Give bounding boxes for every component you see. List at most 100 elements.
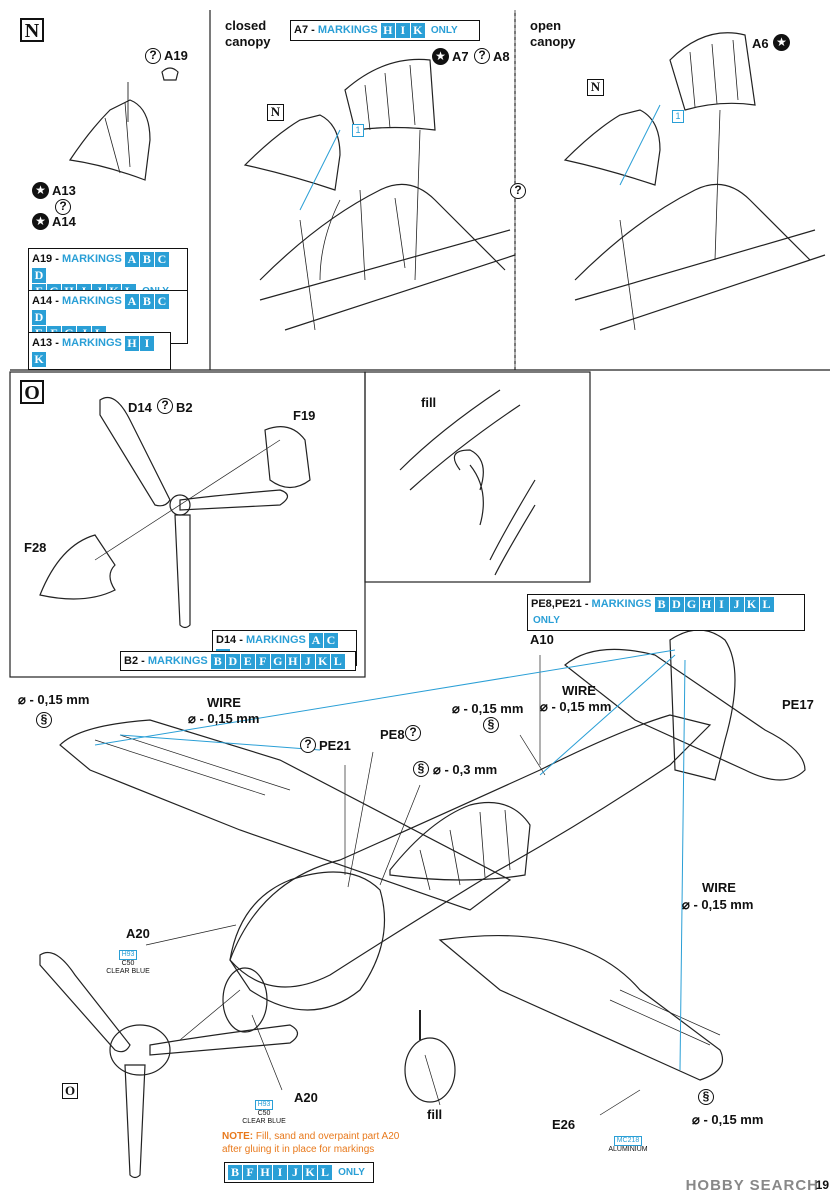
wire-label: WIRE — [207, 695, 241, 710]
marking-letter: J — [300, 653, 315, 669]
part-a20-label: A20 — [126, 926, 150, 941]
unknown-marking-icon: ? — [145, 48, 161, 64]
fuselage-closed — [259, 183, 516, 331]
adhesive-icon: § — [698, 1089, 714, 1105]
main-prop-right — [149, 1024, 299, 1056]
part-e26-label: E26 — [552, 1117, 576, 1132]
cowl-front — [222, 967, 268, 1033]
wire-runs — [94, 649, 686, 1071]
unknown-marking-icon: ? — [510, 183, 526, 199]
paint-code-clear-blue: H93 C50 CLEAR BLUE — [104, 950, 152, 976]
unknown-marking-icon: ? — [405, 725, 421, 741]
marking-letter: H — [699, 596, 714, 612]
detail-fuselage-lines — [399, 389, 536, 576]
paint-code: H93 — [118, 950, 138, 960]
markings-prefix: D14 - — [216, 634, 243, 646]
markings-word: MARKINGS — [61, 337, 122, 349]
part-n-box-open: N — [587, 79, 604, 96]
wire-diameter-label: ⌀ - 0,15 mm — [540, 699, 612, 714]
canopy-hood-open — [669, 32, 756, 111]
markings-prefix: A19 - — [32, 253, 59, 265]
fill-label: fill — [427, 1107, 443, 1122]
part-a10-label: A10 — [530, 632, 554, 647]
main-prop-bottom — [124, 1064, 146, 1179]
guide-number-1: 1 — [672, 110, 684, 123]
prop-blade-bottom — [174, 514, 191, 629]
marking-letter: K — [744, 596, 759, 612]
paint-code: C50 — [257, 1110, 271, 1117]
fin — [669, 629, 736, 781]
part-pe8-label: PE8 — [380, 727, 405, 742]
part-pe17-label: PE17 — [782, 697, 814, 712]
marking-letter: K — [303, 1164, 317, 1180]
wire-label: WIRE — [702, 880, 736, 895]
aircraft-canopy — [389, 801, 531, 881]
main-prop-top — [39, 951, 131, 1053]
marking-letter: A — [124, 293, 139, 309]
marking-letter: F — [243, 1164, 257, 1180]
markings-word: MARKINGS — [61, 295, 122, 307]
paint-code-clear-blue: H93 C50 CLEAR BLUE — [240, 1100, 288, 1126]
marking-letter: B — [228, 1164, 242, 1180]
part-pe21-label: PE21 — [319, 738, 351, 753]
marking-letter: L — [330, 653, 345, 669]
marking-letter: I — [139, 335, 154, 351]
marking-letter: C — [154, 293, 169, 309]
paint-code-aluminium: MC218 ALUMINIUM — [598, 1136, 658, 1154]
main-wheel — [404, 1037, 456, 1103]
markings-word: MARKINGS — [245, 634, 306, 646]
marking-letter: H — [124, 335, 139, 351]
marking-letter: I — [273, 1164, 287, 1180]
wire-diameter-label: ⌀ - 0,3 mm — [433, 762, 498, 777]
unknown-marking-icon: ? — [474, 48, 490, 64]
windscreen-closed — [243, 114, 341, 191]
part-n-box: N — [267, 104, 284, 121]
closed-canopy-title: closed canopy — [225, 18, 271, 49]
step-o-reference: O — [62, 1083, 78, 1099]
part-a19-label: A19 — [164, 48, 188, 63]
marking-letter: J — [288, 1164, 302, 1180]
unknown-marking-icon: ? — [55, 199, 71, 215]
part-a6-label: A6 — [752, 36, 769, 51]
prop-hub — [169, 494, 191, 516]
markings-prefix: PE8,PE21 - — [531, 598, 589, 610]
part-a7-label: A7 — [452, 49, 469, 64]
part-f28-label: F28 — [24, 540, 47, 555]
adhesive-icon: § — [413, 761, 429, 777]
part-a20-label: A20 — [294, 1090, 318, 1105]
adhesive-icon: § — [483, 717, 499, 733]
windscreen-left — [68, 99, 151, 181]
windscreen-open — [563, 109, 661, 186]
part-a14-label: A14 — [52, 214, 76, 229]
wire-diameter-label: ⌀ - 0,15 mm — [692, 1112, 764, 1127]
part-d14-label: D14 — [128, 400, 152, 415]
marking-letter: H — [258, 1164, 272, 1180]
markings-only: ONLY — [430, 25, 458, 36]
prop-blade-top — [99, 396, 171, 507]
cowling — [229, 871, 386, 1011]
marking-letter: H — [380, 22, 395, 38]
paint-name: CLEAR BLUE — [242, 1118, 286, 1125]
wire-diameter-label: ⌀ - 0,15 mm — [452, 701, 524, 716]
star-marking-icon: ★ — [773, 34, 790, 51]
wire-diameter-label: ⌀ - 0,15 mm — [18, 692, 90, 707]
marking-letter: C — [154, 251, 169, 267]
markings-prefix: A7 - — [294, 24, 315, 36]
main-spinner — [109, 1024, 171, 1076]
note-block: NOTE: Fill, sand and overpaint part A20 … — [222, 1130, 422, 1156]
step-o-label: O — [20, 380, 44, 404]
part-a19-shape — [161, 67, 179, 81]
marking-letter: J — [729, 596, 744, 612]
marking-letter: D — [32, 267, 46, 283]
paint-name: CLEAR BLUE — [106, 968, 150, 975]
right-wing-outline — [438, 935, 724, 1081]
watermark: HOBBY SEARCH — [685, 1177, 819, 1194]
canopy-hood-closed — [344, 58, 436, 131]
markings-prefix: B2 - — [124, 655, 145, 667]
marking-letter: A — [308, 632, 323, 648]
markings-word: MARKINGS — [591, 598, 652, 610]
marking-letter: C — [323, 632, 338, 648]
wire-diameter-label: ⌀ - 0,15 mm — [682, 897, 754, 912]
